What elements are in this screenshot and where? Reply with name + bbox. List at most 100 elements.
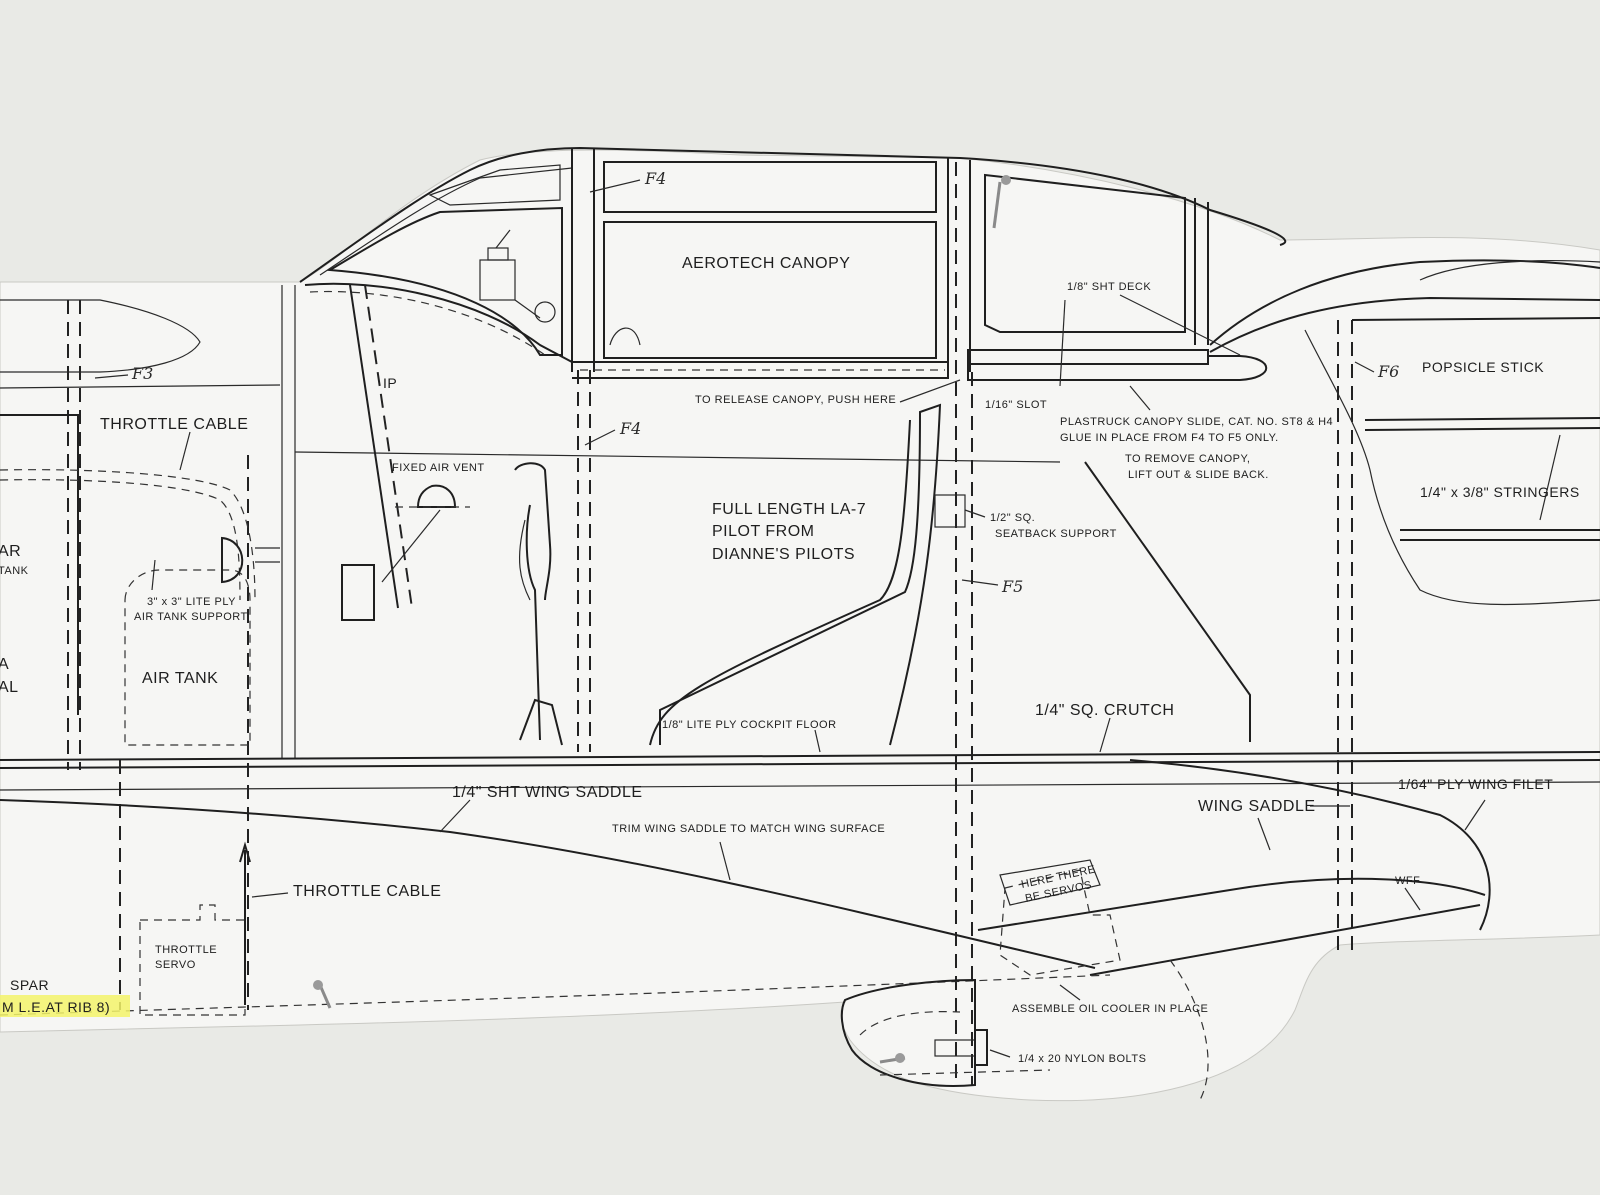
cowl-blister <box>0 299 201 373</box>
label-stringers: 1/4" x 3/8" STRINGERS <box>1420 484 1580 500</box>
tank-compartment <box>0 414 79 715</box>
leader <box>961 579 999 586</box>
wing-trailing-edge <box>977 877 1486 931</box>
leader <box>1119 294 1241 356</box>
leader <box>589 179 641 193</box>
label-wing-filet: 1/64" PLY WING FILET <box>1398 776 1553 792</box>
leader <box>1059 299 1066 387</box>
throttle-cable-path-2 <box>0 479 241 601</box>
label-slide-2: GLUE IN PLACE FROM F4 TO F5 ONLY. <box>1060 432 1279 444</box>
label-air-tank-support-1: 3" x 3" LITE PLY <box>147 596 236 608</box>
leader <box>1059 984 1081 1001</box>
label-fixed-air-vent: FIXED AIR VENT <box>392 462 485 474</box>
label-edge-tank: TANK <box>0 565 29 577</box>
throttle-servo-outline <box>139 904 246 1016</box>
upper-longeron <box>294 451 1061 463</box>
label-canopy: AEROTECH CANOPY <box>682 255 850 272</box>
label-spar-note: M L.E.AT RIB 8) <box>2 999 110 1015</box>
canopy-window-front <box>326 206 563 356</box>
pin-head <box>895 1053 905 1063</box>
stringer <box>1364 417 1600 421</box>
label-popsicle: POPSICLE STICK <box>1422 359 1544 375</box>
line <box>0 384 281 389</box>
label-remove-2: LIFT OUT & SLIDE BACK. <box>1128 469 1269 481</box>
leader <box>251 892 289 898</box>
canopy-window-top <box>603 161 937 213</box>
former-f4-top-label: F4 <box>644 169 666 188</box>
former-f4-mid-label: F4 <box>619 419 641 438</box>
fixed-air-vent <box>416 484 457 508</box>
wing-fillet-curve <box>1129 759 1491 931</box>
leader <box>94 374 129 379</box>
stringer <box>1351 317 1600 321</box>
turtle-deck <box>1209 296 1600 353</box>
oil-cooler-scoop <box>840 978 976 1087</box>
canopy-rear-fairing <box>1209 259 1600 346</box>
throttle-arrow <box>239 841 251 863</box>
pin <box>992 181 1002 229</box>
leader <box>439 799 471 833</box>
label-air-tank: AIR TANK <box>142 670 218 687</box>
label-slot: 1/16" SLOT <box>985 399 1047 411</box>
label-throttle-servo-2: SERVO <box>155 959 196 971</box>
label-throttle-cable-bottom: THROTTLE CABLE <box>293 883 441 900</box>
seat-back <box>649 419 911 746</box>
label-pilot-1: FULL LENGTH LA-7 <box>712 501 866 518</box>
instrument-panel <box>349 284 399 609</box>
canopy-rail <box>304 282 949 379</box>
former-f3-label: F3 <box>131 364 153 383</box>
vent-leader <box>381 509 441 583</box>
label-cockpit-floor: 1/8" LITE PLY COCKPIT FLOOR <box>662 719 837 731</box>
paper-sheet <box>0 149 1600 1102</box>
cockpit-rear-bulkhead <box>1084 461 1251 742</box>
leader <box>1129 385 1151 411</box>
wing-root-top <box>0 799 1096 969</box>
label-seatback-1: 1/2" SQ. <box>990 512 1035 524</box>
label-slide-1: PLASTRUCK CANOPY SLIDE, CAT. NO. ST8 & H… <box>1060 416 1333 428</box>
highlighter-mark <box>0 995 130 1017</box>
canopy-window-top-front <box>428 164 561 206</box>
leader <box>1354 361 1375 373</box>
pin-head <box>313 980 323 990</box>
label-sheet-deck: 1/8" SHT DECK <box>1067 281 1151 293</box>
pin-head <box>1001 175 1011 185</box>
label-remove-1: TO REMOVE CANOPY, <box>1125 453 1250 465</box>
label-wff: WFF <box>1395 875 1420 887</box>
canopy-window-rear <box>984 173 1186 333</box>
crutch-bottom <box>0 759 1600 769</box>
leader <box>179 431 191 471</box>
leader <box>814 729 821 753</box>
label-throttle-servo-1: THROTTLE <box>155 944 217 956</box>
label-edge-a: A <box>0 656 9 673</box>
label-seatback-2: SEATBACK SUPPORT <box>995 528 1117 540</box>
canopy-slide-rail <box>967 355 1268 381</box>
servo-label-box <box>999 859 1101 906</box>
pilot-head <box>479 229 641 346</box>
leader <box>584 429 616 446</box>
leader <box>964 509 986 518</box>
wing-fillet-edge <box>1089 904 1481 976</box>
label-pilot-2: PILOT FROM <box>712 523 815 540</box>
label-throttle-cable-top: THROTTLE CABLE <box>100 416 248 433</box>
former-f5-label: F5 <box>1001 577 1023 596</box>
label-air-tank-support-2: AIR TANK SUPPORT <box>134 611 248 623</box>
pin <box>318 984 332 1009</box>
air-tank-valve <box>221 536 244 584</box>
pilot-seat <box>659 403 942 746</box>
label-wing-saddle-sheet: 1/4" SHT WING SADDLE <box>452 784 643 801</box>
label-release: TO RELEASE CANOPY, PUSH HERE <box>695 394 896 406</box>
gauge-box <box>341 564 375 621</box>
label-crutch: 1/4" SQ. CRUTCH <box>1035 702 1174 719</box>
leader <box>1404 887 1421 911</box>
former-f6-label: F6 <box>1377 362 1399 381</box>
canopy-window-main <box>603 221 937 359</box>
nylon-bolt-plate <box>974 1029 988 1066</box>
leader <box>151 559 156 591</box>
cutaway-edge <box>1304 329 1600 606</box>
label-trim: TRIM WING SADDLE TO MATCH WING SURFACE <box>612 823 885 835</box>
air-tank-outline <box>124 569 251 746</box>
label-spar: SPAR <box>10 977 49 993</box>
label-oil-cooler: ASSEMBLE OIL COOLER IN PLACE <box>1012 1003 1208 1015</box>
control-stick <box>514 462 563 746</box>
